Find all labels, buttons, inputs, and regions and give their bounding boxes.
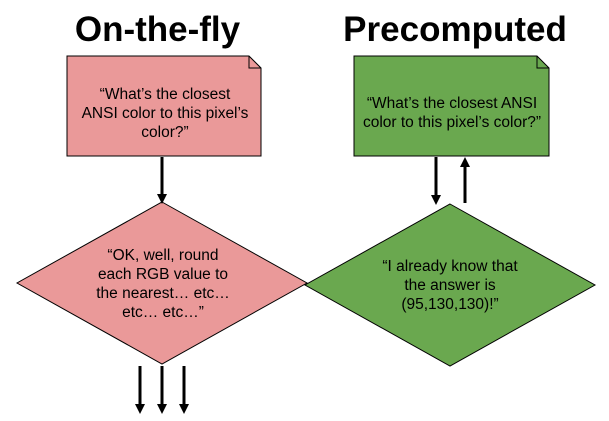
right-question-note	[353, 55, 550, 157]
on-the-fly-heading: On-the-fly	[74, 10, 241, 49]
left-question-text: “What’s the closest ANSI color to this p…	[81, 85, 249, 141]
left-note-fold	[248, 56, 261, 69]
left-question-note	[66, 55, 262, 157]
precomputed-heading: Precomputed	[343, 10, 567, 49]
right-note-fold	[536, 56, 549, 69]
right-decision-diamond	[303, 203, 597, 367]
right-decision-text: “I already know that the answer is (95,1…	[382, 257, 518, 313]
right-question-text: “What’s the closest ANSI color to this p…	[362, 95, 542, 131]
left-decision-text: “OK, well, round each RGB value to the n…	[96, 247, 230, 321]
left-decision-diamond	[15, 201, 309, 365]
